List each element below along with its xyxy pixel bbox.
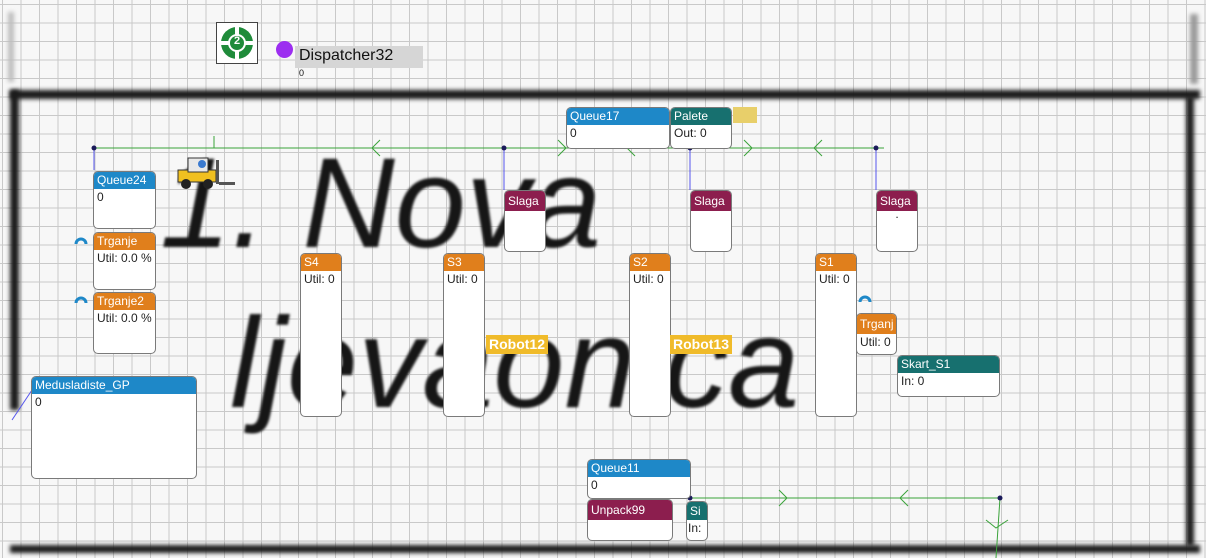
palete-node[interactable]: Palete Out: 0 [670,107,732,149]
sink-title: Si [687,502,707,520]
queue11-title: Queue11 [588,460,690,477]
slaga-title: Slaga [691,191,731,211]
trganje2-util: Util: 0.0 % [94,310,155,326]
station-s3-node[interactable]: S3 Util: 0 [443,253,485,417]
sink-node[interactable]: Si In: [686,501,708,541]
trganje-title: Trganje [94,233,155,250]
unpack99-title: Unpack99 [588,500,672,520]
station-s4-node[interactable]: S4 Util: 0 [300,253,342,417]
sink-input: In: [687,520,707,536]
unpack99-node[interactable]: Unpack99 [587,499,673,541]
queue24-content: 0 [94,189,155,205]
dispatcher-icon[interactable]: 2 [216,22,258,64]
network-node [502,146,507,151]
robot13-label[interactable]: Robot13 [670,335,732,354]
medusladiste-gp-content: 0 [32,394,196,410]
operator-icon [74,294,88,304]
forklift-icon[interactable] [172,152,238,190]
station-s1-title: S1 [816,254,856,271]
medusladiste-gp-title: Medusladiste_GP [32,377,196,394]
skart-s1-input: In: 0 [898,373,999,389]
network-arrow [986,520,1008,528]
dispatcher-marker-icon [276,41,293,58]
trganje2-title: Trganje2 [94,293,155,310]
network-arrow [214,136,222,148]
dispatcher-count: 0 [299,68,304,78]
trganje-node[interactable]: Trganje Util: 0.0 % [93,232,156,290]
queue11-content: 0 [588,477,690,493]
slaga-node-3[interactable]: Slaga . [876,190,918,252]
slaga-node-2[interactable]: Slaga [690,190,732,252]
queue24-title: Queue24 [94,172,155,189]
network-node [874,146,879,151]
robot12-label[interactable]: Robot12 [486,335,548,354]
station-s2-title: S2 [630,254,670,271]
station-s1-util: Util: 0 [816,271,856,287]
station-s3-util: Util: 0 [444,271,484,287]
queue17-node[interactable]: Queue17 0 [566,107,670,149]
station-s3-title: S3 [444,254,484,271]
slaga-title: Slaga [505,191,545,211]
network-node [998,496,1003,501]
medusladiste-gp-node[interactable]: Medusladiste_GP 0 [31,376,197,479]
queue17-content: 0 [567,125,669,141]
trganj-s1-util: Util: 0 [857,334,896,350]
trganj-s1-node[interactable]: Trganj Util: 0 [856,313,897,355]
station-s4-util: Util: 0 [301,271,341,287]
trganj-s1-title: Trganj [857,314,896,334]
trganje2-node[interactable]: Trganje2 Util: 0.0 % [93,292,156,354]
palete-title: Palete [671,108,731,125]
operator-icon [858,293,872,303]
station-s2-node[interactable]: S2 Util: 0 [629,253,671,417]
queue17-title: Queue17 [567,108,669,125]
slaga-content: . [877,211,917,217]
palete-tag [733,107,757,123]
queue11-node[interactable]: Queue11 0 [587,459,691,499]
skart-s1-title: Skart_S1 [898,356,999,373]
dispatcher-label[interactable]: Dispatcher32 [299,47,393,65]
skart-s1-node[interactable]: Skart_S1 In: 0 [897,355,1000,397]
queue24-node[interactable]: Queue24 0 [93,171,156,229]
connector-line [12,390,32,420]
palete-output: Out: 0 [671,125,731,141]
operator-icon [74,235,88,245]
station-s4-title: S4 [301,254,341,271]
slaga-node-1[interactable]: Slaga [504,190,546,252]
dispatcher-badge: 2 [230,35,244,47]
trganje-util: Util: 0.0 % [94,250,155,266]
station-s1-node[interactable]: S1 Util: 0 [815,253,857,417]
network-node [92,146,97,151]
station-s2-util: Util: 0 [630,271,670,287]
